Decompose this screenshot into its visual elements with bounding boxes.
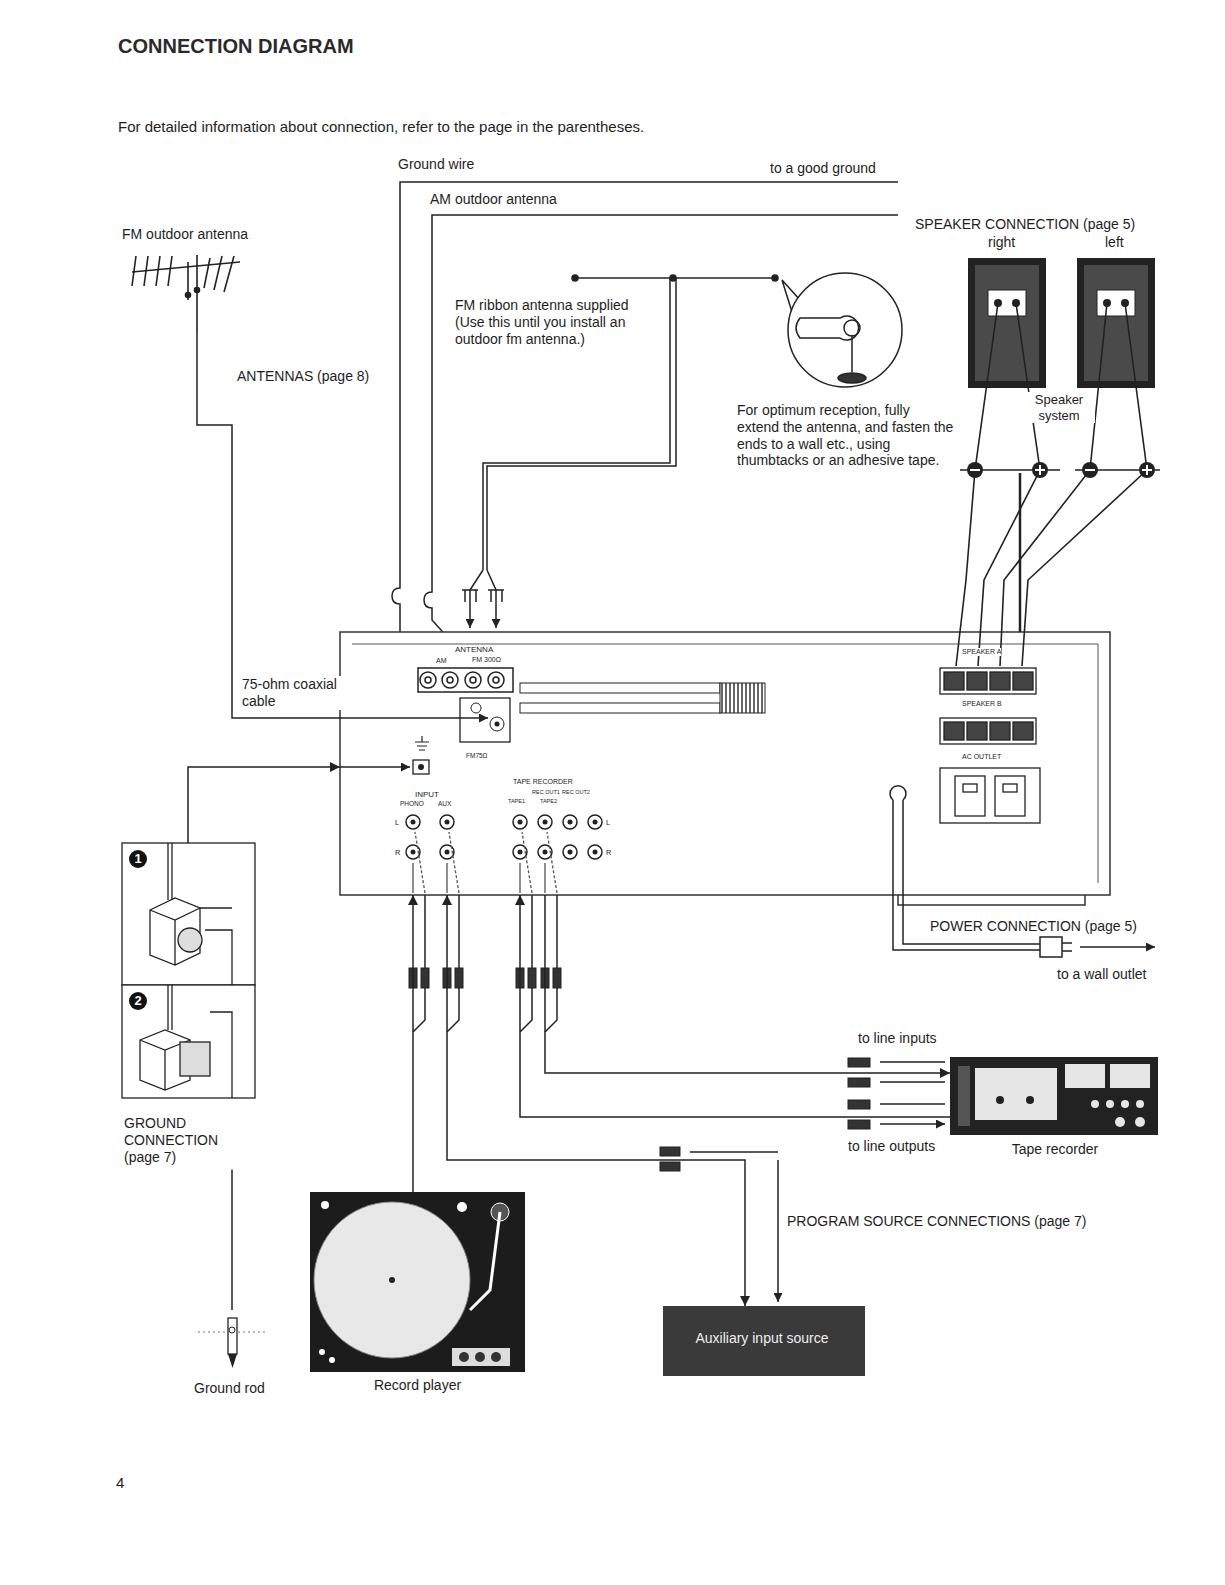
ground-connection-inset (122, 843, 255, 1098)
note-label: POWER CONNECTION (page 5) (930, 918, 1137, 935)
node-text: right (988, 234, 1015, 251)
rca-plugs-and-cables (409, 895, 945, 1302)
connector-cable (231, 1169, 233, 1310)
node-text: INPUT (415, 790, 439, 800)
node-text: Ground rod (194, 1380, 265, 1397)
node-text: TAPE1 (508, 798, 525, 805)
note-label: to a good ground (770, 160, 876, 177)
receiver-rear-panel: ANTENNA AM FM 300Ω FM75Ω INPUTPHONO AUX L R TAPE… (340, 632, 1110, 895)
fm-outdoor-antenna: FM outdoor antenna (122, 226, 272, 332)
thumbtack-callout (782, 273, 902, 387)
note-label: 4 (116, 1474, 124, 1492)
node-text: REC OUT2 (562, 789, 590, 796)
node-text: FM75Ω (466, 752, 487, 760)
note-label: AM outdoor antenna (430, 191, 557, 208)
note-label: FM ribbon antenna supplied (Use this unt… (455, 297, 660, 347)
receiver-rear-panel (340, 632, 1110, 905)
node-text: L (395, 818, 399, 827)
node-text: L (606, 818, 610, 827)
ground-rod (198, 1318, 268, 1368)
node-text: Auxiliary input source (663, 1330, 861, 1347)
auxiliary-input-source: Auxiliary input source (663, 1306, 865, 1376)
note-label: to a wall outlet (1057, 966, 1147, 983)
node-text: left (1105, 234, 1124, 251)
node-text: AUX (438, 800, 451, 808)
ground-rod: Ground rod (180, 1310, 292, 1402)
node-text: FM 300Ω (472, 656, 501, 664)
node-text: SPEAKER CONNECTION (page 5) (915, 216, 1135, 233)
speaker-systems (956, 258, 1160, 666)
fm-yagi-antenna (132, 255, 240, 332)
connector-cable (197, 332, 340, 718)
connector-cable (447, 895, 745, 1306)
tape-recorder: Tape recorder (950, 1057, 1164, 1163)
node-text: SPEAKER A (962, 648, 1001, 656)
node-text: ANTENNA (455, 645, 493, 655)
connector-cable (412, 895, 414, 1192)
note-label: Ground wire (398, 156, 474, 173)
edge-label: 75-ohm coaxial cable (242, 676, 342, 710)
connector-cable (1019, 473, 1022, 632)
record-player (310, 1192, 525, 1372)
node-text: PHONO (400, 800, 424, 808)
tape-recorder (950, 1057, 1158, 1135)
connector-cable (520, 895, 950, 1117)
note-label: For detailed information about connectio… (118, 118, 644, 136)
record-player: Record player (310, 1192, 529, 1402)
diagram-title: CONNECTION DIAGRAM (118, 34, 354, 58)
note-label: ANTENNAS (page 8) (237, 368, 369, 385)
ground-connection: 1 2GROUND CONNECTION (page 7) (122, 843, 257, 1169)
node-text: AC OUTLET (962, 753, 1001, 761)
node-text: REC OUT1 (532, 789, 560, 796)
node-text: AM (436, 657, 447, 665)
node-text: Record player (310, 1377, 525, 1394)
node-text: Tape recorder (950, 1141, 1160, 1158)
node-text: R (395, 848, 400, 857)
edge-label: to line inputs (858, 1030, 937, 1047)
node-text: 2 (129, 992, 147, 1010)
edge-label: to line outputs (848, 1138, 935, 1155)
node-text: GROUND CONNECTION (page 7) (124, 1115, 249, 1165)
note-label: PROGRAM SOURCE CONNECTIONS (page 7) (787, 1213, 1087, 1230)
node-text: TAPE RECORDER (513, 778, 573, 786)
power-cord (890, 786, 1155, 957)
note-label: For optimum reception, fully extend the … (737, 402, 955, 469)
node-text: FM outdoor antenna (122, 226, 248, 243)
connector-cable (545, 895, 950, 1073)
node-text: R (606, 848, 611, 857)
node-text: Speaker system (1023, 392, 1095, 423)
connector-cable (188, 767, 340, 843)
node-text: TAPE2 (540, 798, 557, 805)
node-text: SPEAKER B (962, 700, 1002, 708)
node-text: 1 (129, 850, 147, 868)
